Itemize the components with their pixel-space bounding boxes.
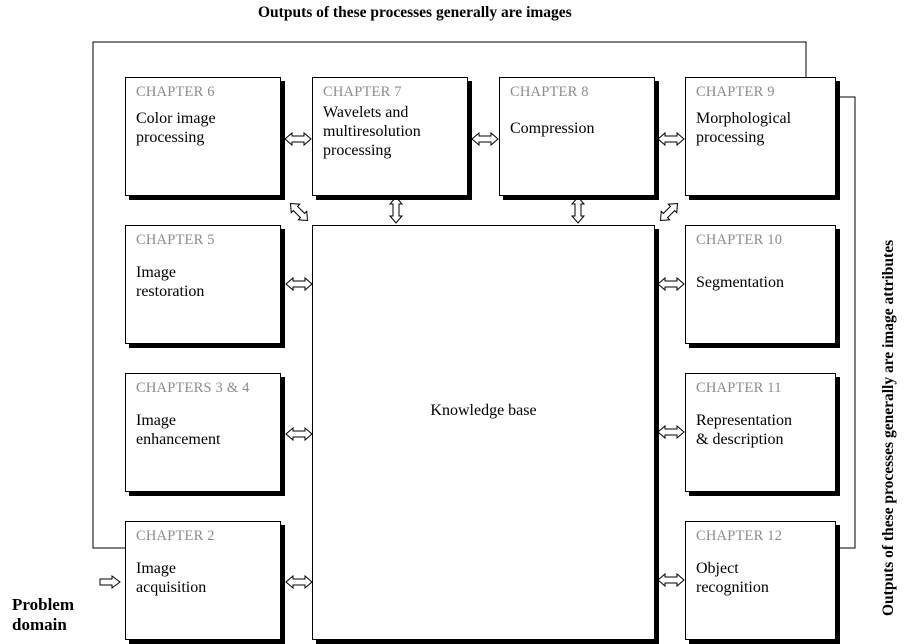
knowledge-base-box: Knowledge base [312,225,655,640]
box-title: Object recognition [696,560,769,596]
chapter-10-box: CHAPTER 10 Segmentation [685,225,836,344]
double-arrow-7-8 [471,131,499,147]
chapters-3-4-box: CHAPTERS 3 & 4 Image enhancement [125,373,281,492]
double-arrow-kb-11 [657,424,685,440]
chapter-11-box: CHAPTER 11 Representation & description [685,373,836,492]
chapter-label: CHAPTER 11 [696,380,782,396]
chapter-label: CHAPTERS 3 & 4 [136,380,250,396]
box-title: Wavelets and multiresolution processing [323,104,421,159]
chapter-5-box: CHAPTER 5 Image restoration [125,225,281,344]
chapter-6-box: CHAPTER 6 Color image processing [125,77,281,196]
box-title: Representation & description [696,412,792,448]
double-arrow-2-kb [285,574,313,590]
box-title: Segmentation [696,274,784,291]
double-arrow-9-kb [659,202,679,222]
problem-domain-label: Problem domain [12,595,75,634]
chapter-9-box: CHAPTER 9 Morphological processing [685,77,836,196]
box-title: Image acquisition [136,560,207,596]
double-arrow-6-kb [289,202,309,222]
chapter-label: CHAPTER 10 [696,232,783,248]
chapter-7-box: CHAPTER 7 Wavelets and multiresolution p… [312,77,468,196]
double-arrow-8-kb [570,196,586,224]
problem-domain-arrow [99,575,121,589]
chapter-label: CHAPTER 2 [136,528,215,544]
double-arrow-kb-12 [657,572,685,588]
box-title: Color image processing [136,110,216,146]
chapter-label: CHAPTER 5 [136,232,215,248]
top-bracket-line [92,41,807,549]
double-arrow-7-kb [388,196,404,224]
top-caption: Outputs of these processes generally are… [258,4,572,21]
double-arrow-34-kb [285,426,313,442]
box-title: Image restoration [136,264,205,300]
chapter-label: CHAPTER 7 [323,84,402,100]
chapter-label: CHAPTER 9 [696,84,775,100]
right-bracket-line [836,96,856,549]
double-arrow-6-7 [284,131,312,147]
knowledge-base-label: Knowledge base [430,402,537,419]
box-title: Image enhancement [136,412,221,448]
arrow-layer [99,131,685,590]
double-arrow-kb-10 [657,276,685,292]
chapter-label: CHAPTER 8 [510,84,589,100]
double-arrow-5-kb [285,276,313,292]
chapter-12-box: CHAPTER 12 Object recognition [685,521,836,640]
box-title: Compression [510,120,595,137]
box-title: Morphological processing [696,110,792,146]
chapter-2-box: CHAPTER 2 Image acquisition [125,521,281,640]
chapter-label: CHAPTER 12 [696,528,783,544]
chapter-label: CHAPTER 6 [136,84,215,100]
chapter-8-box: CHAPTER 8 Compression [499,77,655,196]
double-arrow-8-9 [657,131,685,147]
